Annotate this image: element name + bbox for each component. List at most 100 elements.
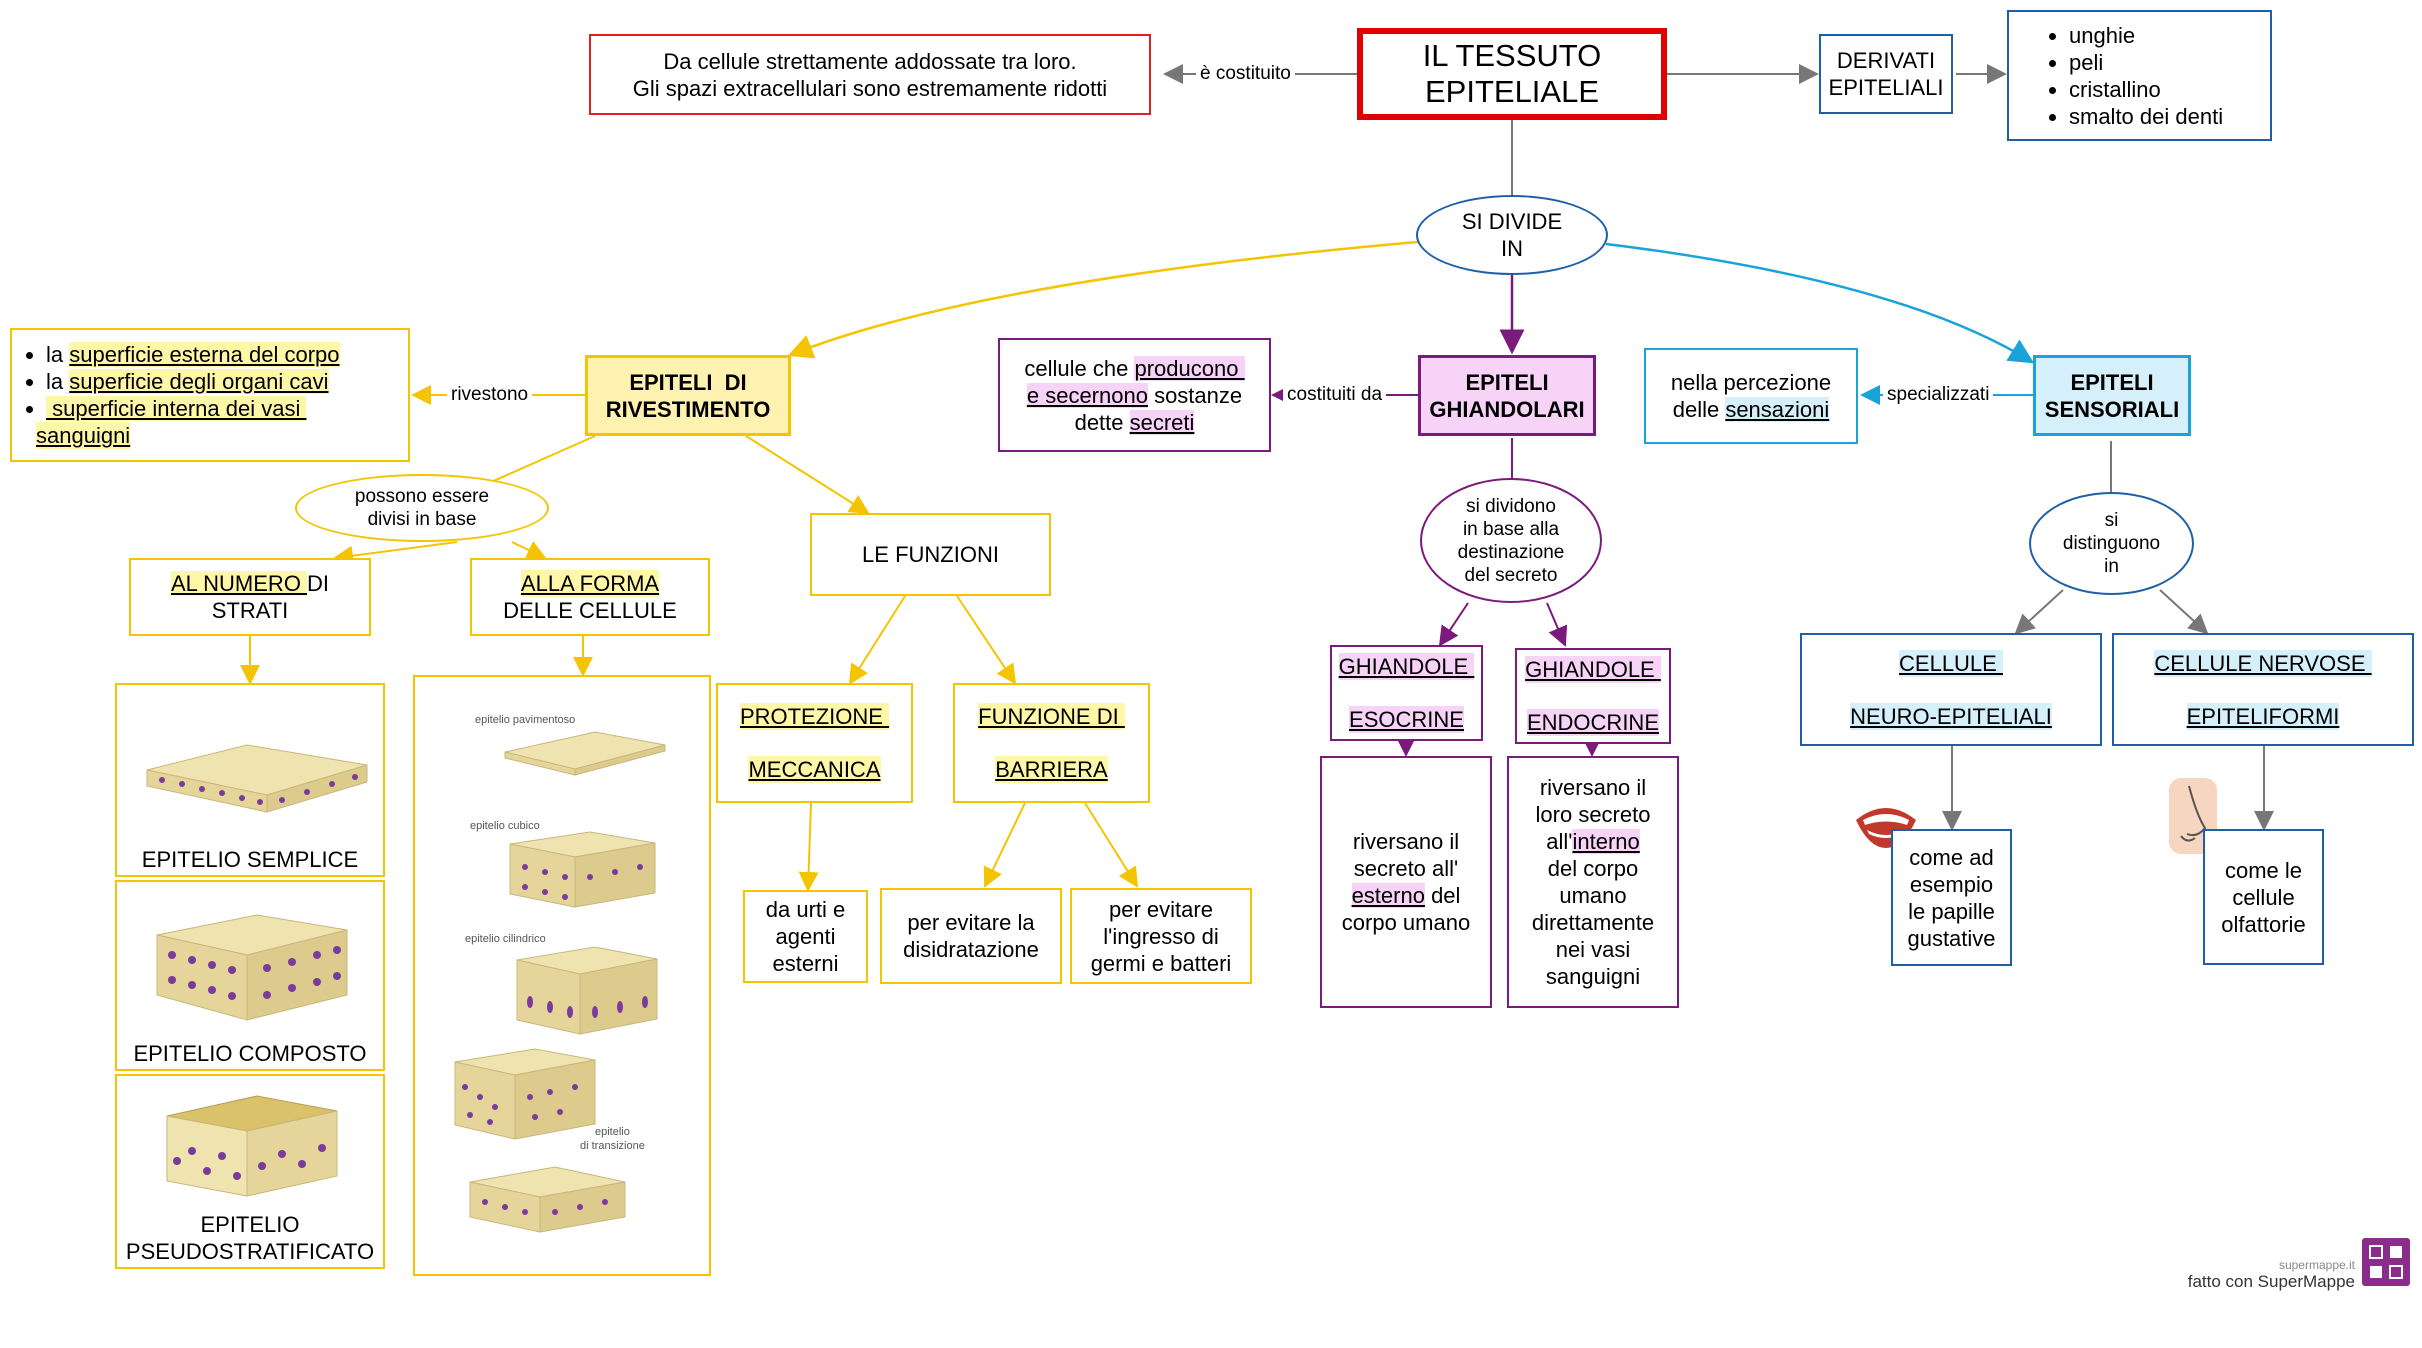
cellule-olfattorie-node[interactable]: come le cellule olfattorie (2203, 829, 2324, 965)
pseudo-line2: PSEUDOSTRATIFICATO (125, 1239, 375, 1264)
si-distinguono-node[interactable]: si distinguono in (2029, 492, 2194, 595)
germi-line2: l'ingresso di (1103, 923, 1219, 949)
dividono-line4: del secreto (1464, 564, 1558, 586)
epitelio-composto-card[interactable]: EPITELIO COMPOSTO (115, 880, 385, 1071)
funzione-barriera-node[interactable]: FUNZIONE DI BARRIERA (953, 683, 1150, 803)
forma-cellule-node[interactable]: ALLA FORMA DELLE CELLULE (470, 558, 710, 636)
papille-line2: esempio (1909, 871, 1994, 897)
urti-line1: da urti e (765, 897, 846, 922)
neuro-line2: NEURO-EPITELIALI (1850, 702, 2052, 730)
rivestono-item: la superficie degli organi cavi (46, 368, 340, 395)
cellule-neuro-epiteliali-node[interactable]: CELLULE NEURO-EPITELIALI (1800, 633, 2102, 746)
epitelio-semplice-illustration (146, 744, 368, 813)
rivestono-item-continuation: sanguigni (36, 422, 131, 449)
percezione-line2: delle sensazioni (1672, 397, 1830, 422)
title-line1: IL TESSUTO (1422, 38, 1602, 73)
endo-desc-line2: loro secreto (1535, 802, 1651, 827)
distinguono-line3: in (2104, 556, 2119, 577)
endo-desc-line1: riversano il (1539, 775, 1647, 800)
olfattorie-line2: cellule (2232, 884, 2295, 910)
epitelio-pseudostratificato-card[interactable]: EPITELIO PSEUDOSTRATIFICATO (115, 1074, 385, 1269)
label-transizione2: di transizione (580, 1140, 645, 1152)
ghiandole-esocrine-node[interactable]: GHIANDOLE ESOCRINE (1330, 645, 1483, 741)
papille-line3: le papille (1908, 898, 1995, 924)
derivati-line2: EPITELIALI (1828, 75, 1944, 100)
forma-line2: DELLE CELLULE (503, 598, 677, 623)
rivestono-item: la superficie esterna del corpo (46, 341, 340, 368)
percezione-node[interactable]: nella percezione delle sensazioni (1644, 348, 1858, 444)
protezione-line1: PROTEZIONE (739, 703, 890, 730)
si-dividono-node[interactable]: si dividono in base alla destinazione de… (1420, 478, 1602, 603)
possono-essere-node[interactable]: possono essere divisi in base (295, 474, 549, 542)
label-cilindrico: epitelio cilindrico (465, 933, 546, 945)
ghiandole-endocrine-node[interactable]: GHIANDOLE ENDOCRINE (1515, 648, 1671, 744)
possono-line2: divisi in base (367, 509, 477, 530)
eso-desc-line2: secreto all' (1353, 856, 1459, 881)
protezione-line2: MECCANICA (748, 756, 881, 783)
cellule-nervose-epiteliformi-node[interactable]: CELLULE NERVOSE EPITELIFORMI (2112, 633, 2414, 746)
disidratazione-node[interactable]: per evitare la disidratazione (880, 888, 1062, 984)
endocrine-line1: GHIANDOLE (1525, 656, 1661, 683)
footer-made: fatto con SuperMappe (2187, 1272, 2355, 1291)
derivati-item: cristallino (2069, 76, 2223, 103)
olfattorie-line1: come le (2224, 857, 2303, 883)
derivati-list[interactable]: unghie peli cristallino smalto dei denti (2007, 10, 2272, 141)
ghiandolari-title-line1: EPITELI (1465, 369, 1549, 395)
esocrine-line2: ESOCRINE (1349, 706, 1464, 733)
label-pavimentoso: epitelio pavimentoso (475, 714, 575, 726)
epitelio-composto-illustration (156, 914, 348, 1021)
epitelio-semplice-card[interactable]: EPITELIO SEMPLICE (115, 683, 385, 877)
costituito-line2: Gli spazi extracellulari sono estremamen… (632, 75, 1108, 101)
si-divide-node[interactable]: SI DIVIDE IN (1416, 195, 1608, 275)
distinguono-line1: si (2104, 510, 2119, 531)
main-title-node[interactable]: IL TESSUTO EPITELIALE (1357, 28, 1667, 120)
rivestono-item: superficie interna dei vasi (46, 395, 340, 422)
derivati-node[interactable]: DERIVATI EPITELIALI (1819, 34, 1953, 114)
footer-site: supermappe.it (2278, 1258, 2355, 1272)
derivati-item: peli (2069, 49, 2223, 76)
funzioni-label: LE FUNZIONI (862, 542, 999, 567)
derivati-line1: DERIVATI (1836, 48, 1936, 73)
label-cubico: epitelio cubico (470, 820, 540, 832)
endo-desc-line5: umano (1559, 883, 1627, 908)
endo-desc-line3: all'interno (1546, 829, 1640, 854)
endocrine-description[interactable]: riversano il loro secreto all'interno de… (1507, 756, 1679, 1008)
epiteli-ghiandolari-node[interactable]: EPITELI GHIANDOLARI (1418, 355, 1596, 436)
esocrine-description[interactable]: riversano il secreto all' esterno del co… (1320, 756, 1492, 1008)
costituito-node[interactable]: Da cellule strettamente addossate tra lo… (589, 34, 1151, 115)
cellule-secernono-node[interactable]: cellule che producono e secernono sostan… (998, 338, 1271, 452)
endo-desc-line4: del corpo (1547, 856, 1639, 881)
derivati-item: unghie (2069, 22, 2223, 49)
divide-line2: IN (1501, 236, 1523, 261)
epitelio-composto-label: EPITELIO COMPOSTO (133, 1041, 367, 1066)
forme-cellule-illustrations: epitelio pavimentoso epitelio cubico epi… (454, 714, 666, 1233)
le-funzioni-node[interactable]: LE FUNZIONI (810, 513, 1051, 596)
urti-node[interactable]: da urti e agenti esterni (743, 890, 868, 983)
endocrine-line2: ENDOCRINE (1526, 709, 1659, 736)
forme-cellule-card[interactable]: epitelio pavimentoso epitelio cubico epi… (413, 675, 711, 1276)
germi-node[interactable]: per evitare l'ingresso di germi e batter… (1070, 888, 1252, 984)
forma-line1: ALLA FORMA (520, 570, 660, 597)
eso-desc-line1: riversano il (1352, 829, 1460, 854)
footer: supermappe.it fatto con SuperMappe (2150, 1258, 2355, 1292)
ghiandolari-title-line2: GHIANDOLARI (1429, 396, 1585, 422)
numero-strati-node[interactable]: AL NUMERO DI STRATI (129, 558, 371, 636)
neuro-line1: CELLULE (1899, 649, 2003, 677)
eso-desc-line4: corpo umano (1341, 910, 1471, 935)
epiteli-rivestimento-node[interactable]: EPITELI DI RIVESTIMENTO (585, 355, 791, 436)
dividono-line3: destinazione (1457, 541, 1565, 563)
supermappe-logo-icon[interactable] (2362, 1238, 2410, 1286)
papille-gustative-node[interactable]: come ad esempio le papille gustative (1891, 829, 2012, 966)
costituito-line1: Da cellule strettamente addossate tra lo… (663, 48, 1077, 74)
label-costituiti-da: costituiti da (1283, 384, 1387, 406)
barriera-line1: FUNZIONE DI (978, 703, 1125, 730)
protezione-meccanica-node[interactable]: PROTEZIONE MECCANICA (716, 683, 913, 803)
title-line2: EPITELIALE (1424, 74, 1600, 109)
cellule-line2: e secernono sostanze (1026, 382, 1243, 408)
sensoriali-title-line2: SENSORIALI (2044, 396, 2180, 422)
epiteli-sensoriali-node[interactable]: EPITELI SENSORIALI (2033, 355, 2191, 436)
endo-desc-line8: sanguigni (1545, 964, 1641, 989)
rivestono-list[interactable]: la superficie esterna del corpo la super… (10, 328, 410, 462)
label-rivestono: rivestono (447, 384, 533, 406)
